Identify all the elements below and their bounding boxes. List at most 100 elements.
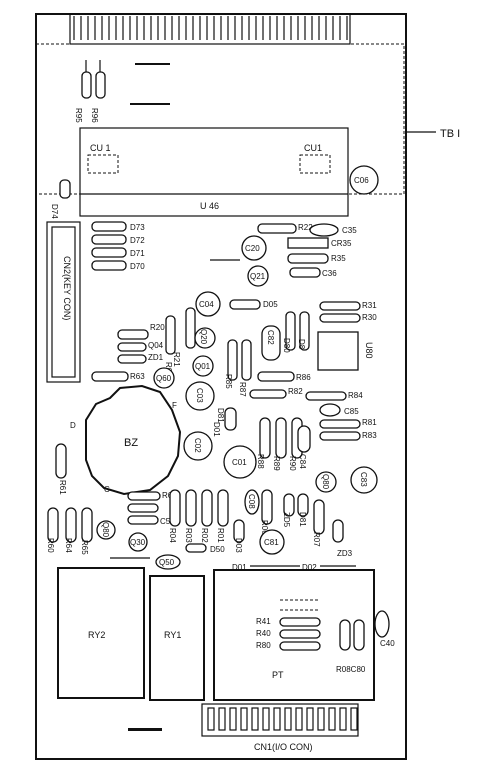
svg-text:C04: C04 <box>199 300 214 309</box>
svg-text:R89: R89 <box>272 456 281 471</box>
svg-text:D74: D74 <box>50 204 59 219</box>
q60-transistor <box>153 367 175 389</box>
q01-transistor <box>192 355 214 377</box>
svg-text:R63: R63 <box>130 372 145 381</box>
r06-resistor <box>261 489 273 525</box>
c85-capacitor <box>319 403 341 417</box>
pt-transformer <box>213 569 375 701</box>
u80-ic <box>317 331 359 371</box>
svg-text:R81: R81 <box>362 418 377 427</box>
cn1-pin <box>273 707 281 731</box>
svg-text:R84: R84 <box>348 391 363 400</box>
r63-resistor <box>91 371 129 382</box>
d50-diode <box>185 543 207 553</box>
svg-text:D8: D8 <box>297 339 306 350</box>
svg-text:BZ: BZ <box>124 437 138 449</box>
c20-capacitor <box>241 235 267 261</box>
c08-capacitor <box>244 489 260 515</box>
svg-text:C20: C20 <box>245 244 260 253</box>
svg-text:Q30: Q30 <box>130 538 146 547</box>
r85-resistor <box>227 339 238 381</box>
cn1-pin <box>306 707 314 731</box>
r81-resistor <box>319 419 361 429</box>
d74-diode <box>59 179 71 199</box>
svg-text:PT: PT <box>272 670 284 680</box>
cu1-left-zone <box>87 154 119 174</box>
r31-resistor <box>319 301 361 311</box>
c83-capacitor <box>350 466 378 494</box>
svg-text:D50: D50 <box>210 545 225 554</box>
cu1-right-zone <box>299 154 331 174</box>
svg-text:R20: R20 <box>150 323 165 332</box>
svg-text:R41: R41 <box>256 617 271 626</box>
svg-text:R30: R30 <box>362 313 377 322</box>
cn1-pin <box>218 707 226 731</box>
svg-text:D72: D72 <box>130 236 145 245</box>
zd1-label: ZD1 <box>148 353 164 362</box>
r35-resistor <box>287 253 329 264</box>
r64-resistor <box>65 507 77 543</box>
c01-capacitor <box>223 445 257 479</box>
svg-text:Q60: Q60 <box>156 374 172 383</box>
cn1-pin <box>240 707 248 731</box>
d01-label: D01 <box>212 422 221 437</box>
q20-transistor <box>194 327 216 349</box>
svg-text:R35: R35 <box>331 254 346 263</box>
c84-capacitor <box>297 425 311 453</box>
q04-label: Q04 <box>148 341 164 350</box>
svg-text:D81: D81 <box>216 408 225 423</box>
c36-capacitor <box>289 267 321 278</box>
svg-text:C82: C82 <box>266 330 275 345</box>
zd3-diode <box>332 519 344 543</box>
cn1-pin <box>350 707 358 731</box>
cu1-right-label: CU1 <box>304 143 322 153</box>
cn1-pin <box>328 707 336 731</box>
r62-resistor <box>127 491 161 501</box>
bz-buzzer: BZ F D C <box>70 384 182 496</box>
svg-text:R22: R22 <box>298 223 313 232</box>
svg-text:C35: C35 <box>342 226 357 235</box>
ry2-relay <box>57 567 145 699</box>
c04-capacitor <box>195 291 221 317</box>
d03-diode <box>233 519 245 543</box>
svg-text:C06: C06 <box>354 176 369 185</box>
svg-text:C: C <box>104 485 110 494</box>
svg-text:R60: R60 <box>46 538 55 553</box>
d02-label: D02 <box>302 563 317 572</box>
q80-lower-transistor <box>96 520 116 540</box>
svg-text:R06: R06 <box>260 520 269 535</box>
d01b-label: D01 <box>232 563 247 572</box>
r22-resistor <box>257 223 297 234</box>
cu1-left-label: CU 1 <box>90 143 111 153</box>
cn1-pin <box>262 707 270 731</box>
svg-text:C83: C83 <box>359 472 368 487</box>
c50-label: C50 <box>160 517 175 526</box>
r40-resistor <box>279 629 321 639</box>
svg-text:R01: R01 <box>216 528 225 543</box>
svg-text:C03: C03 <box>195 388 204 403</box>
svg-text:R40: R40 <box>256 629 271 638</box>
r82-resistor <box>249 389 287 399</box>
svg-text:R85: R85 <box>224 374 233 389</box>
d8-diode <box>299 311 310 351</box>
svg-text:R86: R86 <box>296 373 311 382</box>
r87-resistor <box>241 339 252 381</box>
q21-transistor <box>247 265 269 287</box>
c06-capacitor <box>349 165 379 195</box>
svg-text:R61: R61 <box>58 480 67 495</box>
u46-label: U 46 <box>200 201 219 211</box>
svg-text:R82: R82 <box>288 387 303 396</box>
svg-text:C36: C36 <box>322 269 337 278</box>
c02-capacitor <box>183 431 213 461</box>
svg-text:Q80: Q80 <box>101 522 110 538</box>
cn2-label: CN2(KEY CON) <box>62 256 72 320</box>
svg-text:R80: R80 <box>256 641 271 650</box>
svg-text:C02: C02 <box>193 438 202 453</box>
svg-text:D05: D05 <box>263 300 278 309</box>
r21-resistor <box>165 315 176 355</box>
ry1-relay <box>149 575 205 701</box>
r07-resistor <box>313 499 325 535</box>
svg-text:R04: R04 <box>168 528 177 543</box>
zd5-diode <box>283 493 295 517</box>
